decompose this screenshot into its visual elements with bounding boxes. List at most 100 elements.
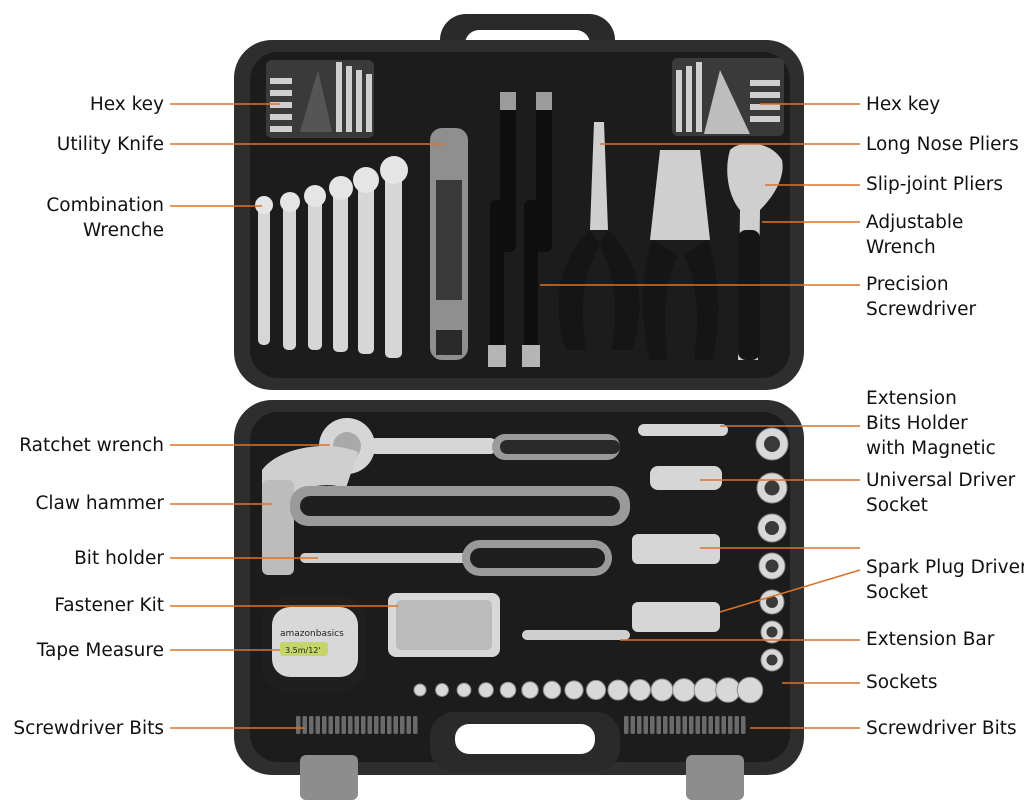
screwdriver-bit <box>689 716 694 734</box>
screwdriver-bit <box>741 716 746 734</box>
screwdriver-bits-right <box>624 716 746 734</box>
screwdriver-bit <box>695 716 700 734</box>
screwdriver-bit <box>341 716 346 734</box>
callout-right-0: Hex key <box>866 92 940 117</box>
screwdriver-bit <box>374 716 379 734</box>
callout-text: Wrenche <box>82 220 164 241</box>
callout-right-2: Slip-joint Pliers <box>866 172 1003 197</box>
screwdriver-bit <box>406 716 411 734</box>
callout-text: Combination <box>46 195 164 216</box>
screwdriver-bit <box>656 716 661 734</box>
callout-text: Extension Bar <box>866 629 995 650</box>
socket <box>650 678 674 702</box>
socket <box>542 680 562 700</box>
callout-text: Screwdriver Bits <box>13 718 164 739</box>
screwdriver-bit <box>682 716 687 734</box>
callout-text: Screwdriver Bits <box>866 718 1017 739</box>
fastener-kit <box>388 593 500 657</box>
callout-text: Spark Plug Driver <box>866 557 1024 578</box>
tape-brand-text: amazonbasics <box>280 629 344 639</box>
socket-hole <box>766 596 778 608</box>
screwdriver-bit <box>413 716 418 734</box>
leader-line-right-7b <box>719 569 861 613</box>
screwdriver-bit <box>315 716 320 734</box>
bit-holder-screwdriver <box>300 540 612 576</box>
callout-text: Utility Knife <box>56 134 164 155</box>
screwdriver-bit <box>380 716 385 734</box>
callout-text: Extension <box>866 388 957 409</box>
socket-hole <box>766 626 778 638</box>
sockets-row <box>413 676 764 704</box>
callout-text: Tape Measure <box>36 640 164 661</box>
callout-text: Hex key <box>89 94 164 115</box>
screwdriver-bit <box>400 716 405 734</box>
screwdriver-bit <box>676 716 681 734</box>
socket <box>672 678 696 702</box>
callout-text: Screwdriver <box>866 299 977 320</box>
callout-left-4: Claw hammer <box>36 491 165 516</box>
socket-hole <box>765 559 779 573</box>
socket-hole <box>765 521 779 535</box>
callout-right-9: Sockets <box>866 670 938 695</box>
callout-right-10: Screwdriver Bits <box>866 716 1017 741</box>
leader-lines <box>170 103 861 729</box>
callout-text: Precision <box>866 274 949 295</box>
callout-text: Adjustable <box>866 212 964 233</box>
socket <box>564 680 584 700</box>
screwdriver-bit <box>630 716 635 734</box>
screwdriver-bit <box>367 716 372 734</box>
combination-wrenches <box>255 156 408 358</box>
callout-left-0: Hex key <box>90 92 164 117</box>
spark-plug-sockets <box>632 534 720 632</box>
screwdriver-bit <box>663 716 668 734</box>
screwdriver-bit <box>650 716 655 734</box>
screwdriver-bit <box>348 716 353 734</box>
hex-keys-left <box>266 60 374 138</box>
screwdriver-bit <box>708 716 713 734</box>
socket <box>715 677 741 703</box>
socket <box>585 679 607 701</box>
claw-hammer <box>262 446 630 575</box>
callout-text: Wrench <box>866 237 936 258</box>
screwdriver-bit <box>302 716 307 734</box>
universal-driver-socket <box>650 466 722 490</box>
socket <box>413 683 427 697</box>
screwdriver-bit <box>643 716 648 734</box>
callout-left-3: Ratchet wrench <box>19 433 164 458</box>
screwdriver-bit <box>637 716 642 734</box>
socket <box>435 683 449 697</box>
callout-text: Slip-joint Pliers <box>866 174 1003 195</box>
socket-hole <box>766 654 778 666</box>
extension-bit-holder <box>638 424 728 436</box>
screwdriver-bit <box>354 716 359 734</box>
screwdriver-bits-left <box>296 716 418 734</box>
screwdriver-bit <box>387 716 392 734</box>
adjustable-wrench <box>727 143 783 360</box>
socket <box>478 682 494 698</box>
screwdriver-bit <box>715 716 720 734</box>
socket-hole <box>764 436 780 452</box>
sockets-column <box>755 427 789 672</box>
screwdriver-bit <box>328 716 333 734</box>
socket <box>736 676 764 704</box>
long-nose-pliers <box>558 122 640 350</box>
tape-size-text: 3.5m/12' <box>285 646 321 655</box>
slip-joint-pliers <box>642 150 719 360</box>
callout-text: Claw hammer <box>35 493 165 514</box>
callout-left-8: Screwdriver Bits <box>13 716 164 741</box>
callout-text: Hex key <box>866 94 941 115</box>
socket <box>499 681 517 699</box>
screwdriver-bit <box>702 716 707 734</box>
screwdriver-bit <box>728 716 733 734</box>
callout-left-6: Fastener Kit <box>54 593 164 618</box>
screwdriver-bit <box>721 716 726 734</box>
socket <box>607 679 629 701</box>
callout-right-1: Long Nose Pliers <box>866 132 1019 157</box>
socket <box>629 679 651 701</box>
